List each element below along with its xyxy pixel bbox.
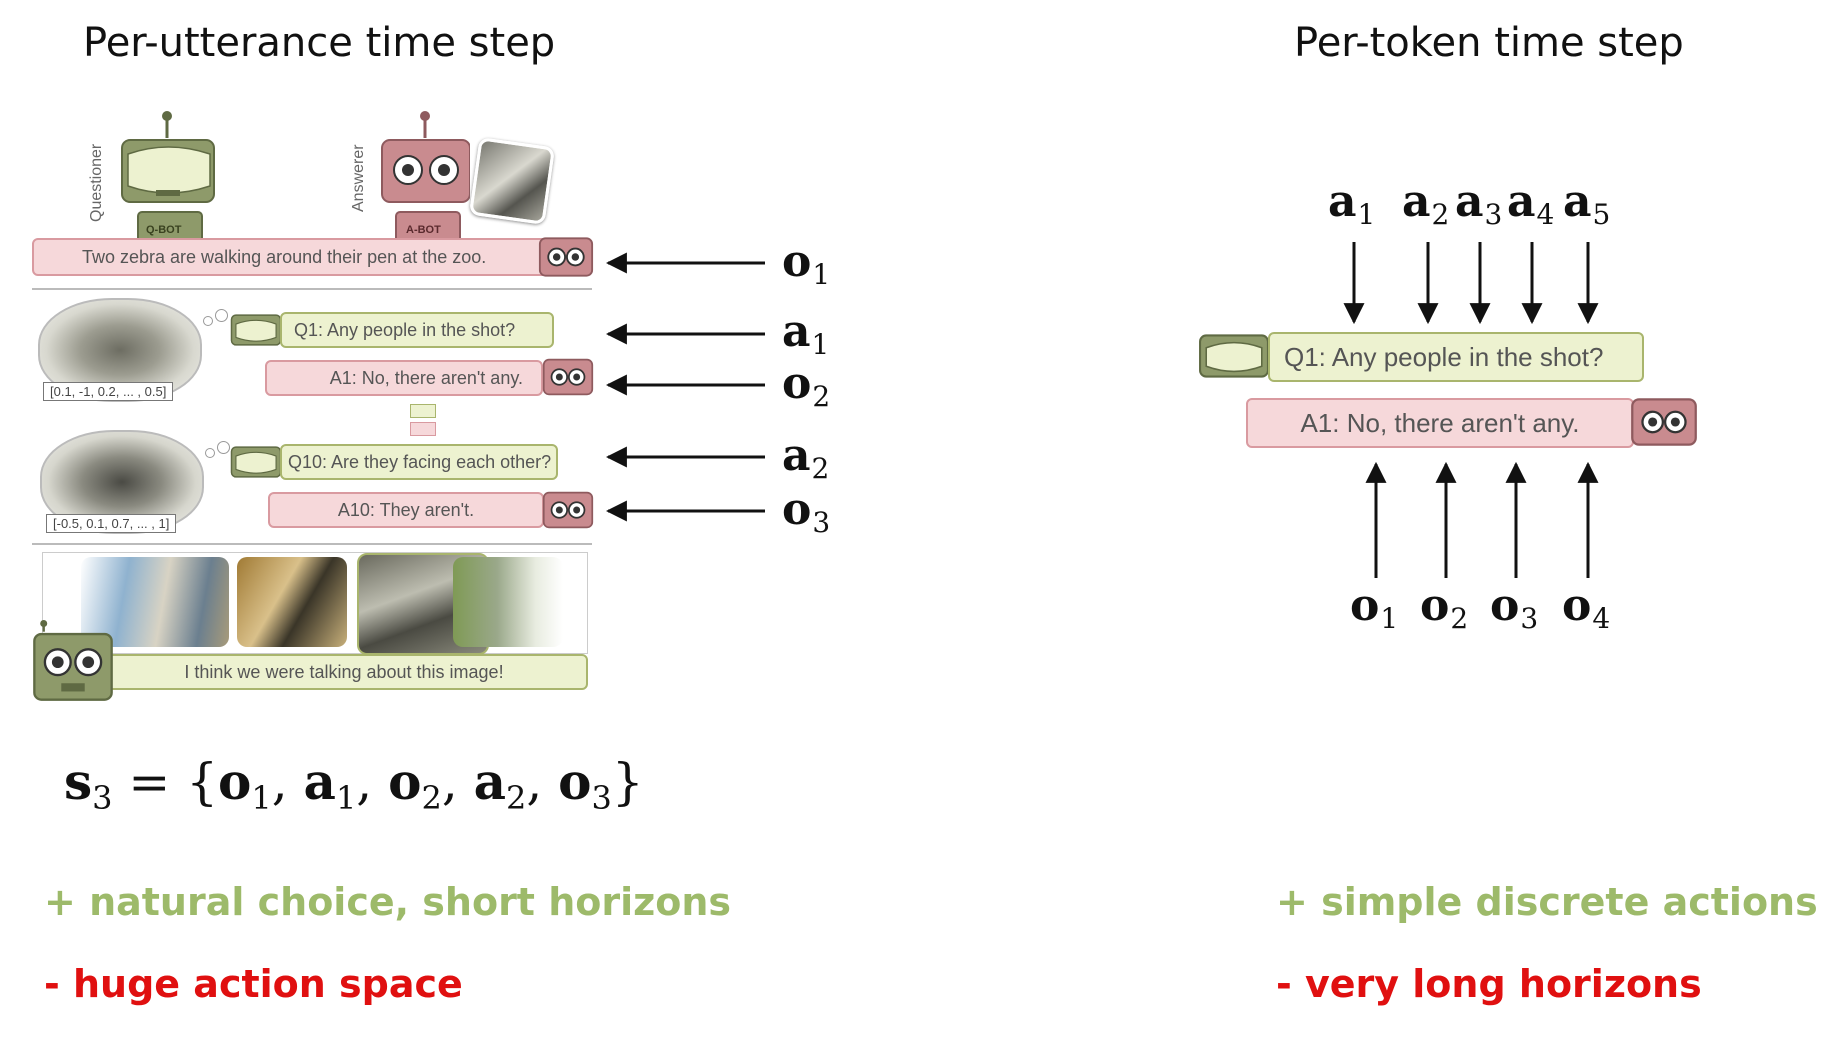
action-a3: a3 bbox=[1455, 176, 1503, 231]
abot-label: A-BOT bbox=[406, 224, 441, 236]
abot-icon bbox=[381, 111, 470, 243]
action-a4: a4 bbox=[1507, 176, 1555, 231]
caption-bubble: Two zebra are walking around their pen a… bbox=[32, 238, 588, 276]
thought-dot bbox=[205, 448, 215, 458]
question-bubble-10: Q10: Are they facing each other? bbox=[280, 444, 558, 480]
symbol-o3: o3 bbox=[782, 484, 831, 539]
ellipsis-a bbox=[410, 422, 436, 436]
abot-icon bbox=[542, 357, 594, 397]
state-vector-1: [0.1, -1, 0.2, ... , 0.5] bbox=[43, 382, 174, 401]
answer-bubble-1: A1: No, there aren't any. bbox=[265, 360, 543, 396]
qbot-icon bbox=[121, 111, 215, 243]
action-a5: a5 bbox=[1563, 176, 1611, 231]
questioner-robot: Questioner Q-BOT bbox=[88, 110, 228, 245]
candidate-image-2[interactable] bbox=[237, 557, 347, 647]
divider bbox=[32, 288, 592, 290]
action-a2: a2 bbox=[1402, 176, 1450, 231]
token-arrows bbox=[1343, 242, 1599, 578]
left-pro: + natural choice, short horizons bbox=[44, 880, 732, 924]
thought-dot bbox=[203, 316, 213, 326]
symbol-a2: a2 bbox=[782, 430, 830, 485]
symbol-a1: a1 bbox=[782, 306, 830, 361]
abot-icon bbox=[538, 236, 594, 278]
qbot-icon bbox=[230, 443, 282, 481]
zebra-photo-held bbox=[468, 137, 556, 225]
right-title: Per-token time step bbox=[1294, 20, 1684, 66]
answer-bubble-10: A10: They aren't. bbox=[268, 492, 544, 528]
qbot-label: Q-BOT bbox=[146, 224, 182, 236]
state-formula: s3 = {o1, a1, o2, a2, o3} bbox=[64, 752, 644, 817]
answerer-robot: Answerer A-BOT bbox=[350, 110, 556, 245]
question-bubble-1: Q1: Any people in the shot? bbox=[280, 312, 554, 348]
divider bbox=[32, 543, 592, 545]
right-pro: + simple discrete actions bbox=[1276, 880, 1818, 924]
symbol-o1: o1 bbox=[782, 236, 831, 291]
state-vector-10: [-0.5, 0.1, 0.7, ... , 1] bbox=[46, 514, 177, 533]
ellipsis-q bbox=[410, 404, 436, 418]
action-a1: a1 bbox=[1328, 176, 1376, 231]
caption-text: Two zebra are walking around their pen a… bbox=[82, 246, 487, 267]
thought-dot bbox=[217, 441, 230, 454]
questioner-label: Questioner bbox=[88, 143, 105, 222]
left-con: - huge action space bbox=[44, 962, 463, 1006]
qbot-icon bbox=[1198, 328, 1270, 384]
qbot-guesser-icon bbox=[33, 620, 113, 701]
thought-dot bbox=[215, 309, 228, 322]
candidate-image-4[interactable] bbox=[453, 557, 563, 647]
observation-o4: o4 bbox=[1562, 580, 1611, 635]
symbol-o2: o2 bbox=[782, 358, 831, 413]
token-answer-bubble: A1: No, there aren't any. bbox=[1246, 398, 1634, 448]
qbot-icon bbox=[230, 311, 282, 349]
candidate-image-1[interactable] bbox=[81, 557, 229, 647]
answerer-label: Answerer bbox=[350, 144, 367, 212]
observation-o1: o1 bbox=[1350, 580, 1399, 635]
guess-bubble: I think we were talking about this image… bbox=[100, 654, 588, 690]
abot-icon bbox=[542, 490, 594, 530]
abot-icon bbox=[1630, 394, 1698, 450]
utterance-arrows bbox=[605, 252, 765, 522]
right-con: - very long horizons bbox=[1276, 962, 1702, 1006]
left-title: Per-utterance time step bbox=[83, 20, 556, 66]
observation-o2: o2 bbox=[1420, 580, 1469, 635]
image-gallery bbox=[42, 552, 588, 655]
token-question-bubble: Q1: Any people in the shot? bbox=[1268, 332, 1644, 382]
observation-o3: o3 bbox=[1490, 580, 1539, 635]
